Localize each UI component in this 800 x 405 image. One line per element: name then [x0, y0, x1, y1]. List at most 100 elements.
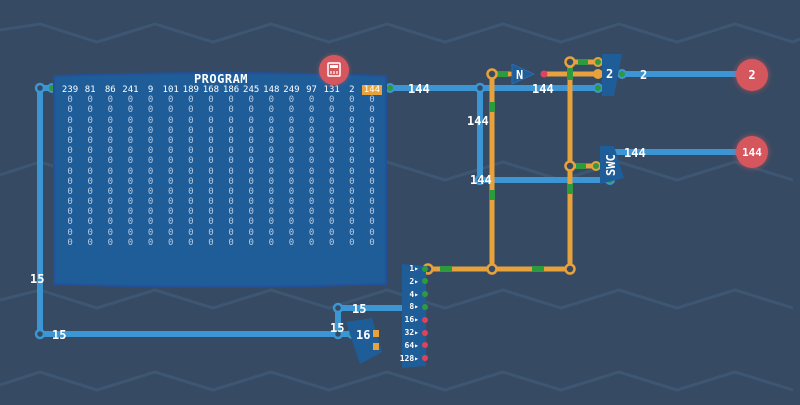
program-cell: 0 [288, 207, 295, 218]
program-cell: 0 [328, 207, 335, 218]
program-cell: 0 [167, 105, 174, 116]
program-cell: 0 [328, 105, 335, 116]
bit-state-icon [422, 342, 428, 349]
program-cell: 0 [188, 186, 194, 197]
program-cell: 0 [369, 135, 375, 146]
program-cell: 0 [248, 207, 254, 218]
program-cell: 0 [328, 186, 335, 197]
program-cell: 0 [147, 166, 154, 177]
program-box[interactable] [53, 72, 387, 288]
program-cell: 0 [369, 115, 375, 126]
program-cell: 0 [208, 125, 214, 136]
byte-splitter[interactable] [400, 262, 434, 370]
bit-label: 16▸ [404, 315, 419, 325]
program-cell: 0 [87, 166, 93, 177]
program-cell: 0 [248, 105, 254, 116]
counter-component[interactable] [346, 318, 382, 364]
program-cell: 0 [248, 237, 254, 248]
program-cell: 0 [188, 156, 194, 167]
program-cell: 186 [222, 85, 240, 95]
output-mid[interactable]: 144 [736, 136, 768, 168]
program-cell: 0 [87, 237, 93, 248]
program-cell: 86 [104, 85, 116, 95]
program-cell: 0 [188, 207, 194, 218]
not-gate[interactable] [511, 63, 536, 85]
program-cell: 0 [208, 217, 214, 228]
program-cell: 0 [268, 95, 275, 106]
program-cell: 0 [147, 125, 154, 136]
program-cell: 0 [147, 146, 154, 157]
program-cell: 0 [248, 135, 254, 146]
bit-output-16[interactable]: 16▸ [405, 315, 428, 324]
program-cell: 0 [288, 135, 295, 146]
program-cell: 245 [243, 85, 260, 95]
program-cell: 0 [167, 115, 174, 126]
bit-output-2[interactable]: 2▸ [409, 277, 428, 286]
bit-output-8[interactable]: 8▸ [409, 302, 428, 311]
program-cell: 0 [147, 105, 154, 116]
program-cell: 0 [188, 237, 194, 248]
program-cell: 0 [308, 217, 315, 228]
program-cell: 0 [107, 186, 114, 197]
program-cell: 0 [167, 176, 174, 187]
program-cell: 0 [248, 125, 254, 136]
program-cell: 0 [167, 125, 174, 136]
bit-output-32[interactable]: 32▸ [405, 328, 428, 337]
bit-output-128[interactable]: 128▸ [400, 354, 428, 363]
program-cell: 0 [188, 146, 194, 157]
program-cell: 0 [308, 105, 315, 116]
selector-top[interactable] [602, 54, 622, 96]
program-cell: 0 [308, 95, 315, 106]
output-mid-value: 144 [742, 145, 762, 159]
program-cell: 0 [107, 217, 114, 228]
selector-top-label: 2 [606, 67, 613, 81]
program-cell: 0 [268, 176, 275, 187]
program-cell: 0 [288, 186, 295, 197]
program-edit-button[interactable] [319, 55, 349, 85]
switch-component[interactable] [600, 146, 624, 184]
program-cell: 0 [268, 115, 275, 126]
program-cell: 0 [167, 95, 174, 106]
program-cell: 0 [369, 176, 375, 187]
program-cell: 0 [127, 135, 134, 146]
program-cell: 0 [248, 95, 254, 106]
wire-label-bus-mid: 144 [470, 173, 492, 187]
program-title: PROGRAM [193, 72, 249, 86]
counter-label: 16 [356, 328, 370, 342]
bit-state-icon [422, 278, 428, 285]
wire-label-bus-vertical: 144 [467, 114, 489, 128]
program-cell: 0 [349, 115, 355, 126]
program-cell: 0 [228, 125, 234, 136]
bit-output-1[interactable]: 1▸ [409, 264, 428, 273]
wire-label-bus-top: 144 [532, 82, 554, 96]
program-cell: 0 [328, 176, 335, 187]
program-cell: 0 [369, 217, 375, 228]
bit-state-icon [422, 355, 428, 362]
program-cell: 0 [369, 125, 375, 136]
program-cell: 0 [308, 176, 315, 187]
program-cell: 0 [248, 115, 254, 126]
bit-state-icon [422, 316, 428, 323]
wire-left-loop [37, 85, 341, 337]
program-cell: 0 [228, 186, 234, 197]
program-cell: 0 [107, 176, 114, 187]
output-top[interactable]: 2 [736, 59, 768, 91]
program-cell: 0 [268, 197, 275, 208]
program-cell: 0 [308, 186, 315, 197]
program-cell: 0 [369, 227, 375, 238]
program-cell: 0 [228, 217, 234, 228]
bit-output-64[interactable]: 64▸ [405, 341, 428, 350]
program-cell: 0 [167, 156, 174, 167]
program-cell: 0 [127, 125, 134, 136]
program-cell: 0 [228, 197, 234, 208]
program-cell: 0 [147, 156, 154, 167]
bit-output-4[interactable]: 4▸ [409, 290, 428, 299]
program-cell: 0 [349, 207, 355, 218]
program-cell: 0 [167, 146, 174, 157]
program-cell: 0 [208, 156, 214, 167]
bit-state-icon [422, 303, 428, 310]
program-cell: 0 [127, 186, 134, 197]
program-cell: 0 [268, 125, 275, 136]
program-cell: 0 [147, 176, 154, 187]
